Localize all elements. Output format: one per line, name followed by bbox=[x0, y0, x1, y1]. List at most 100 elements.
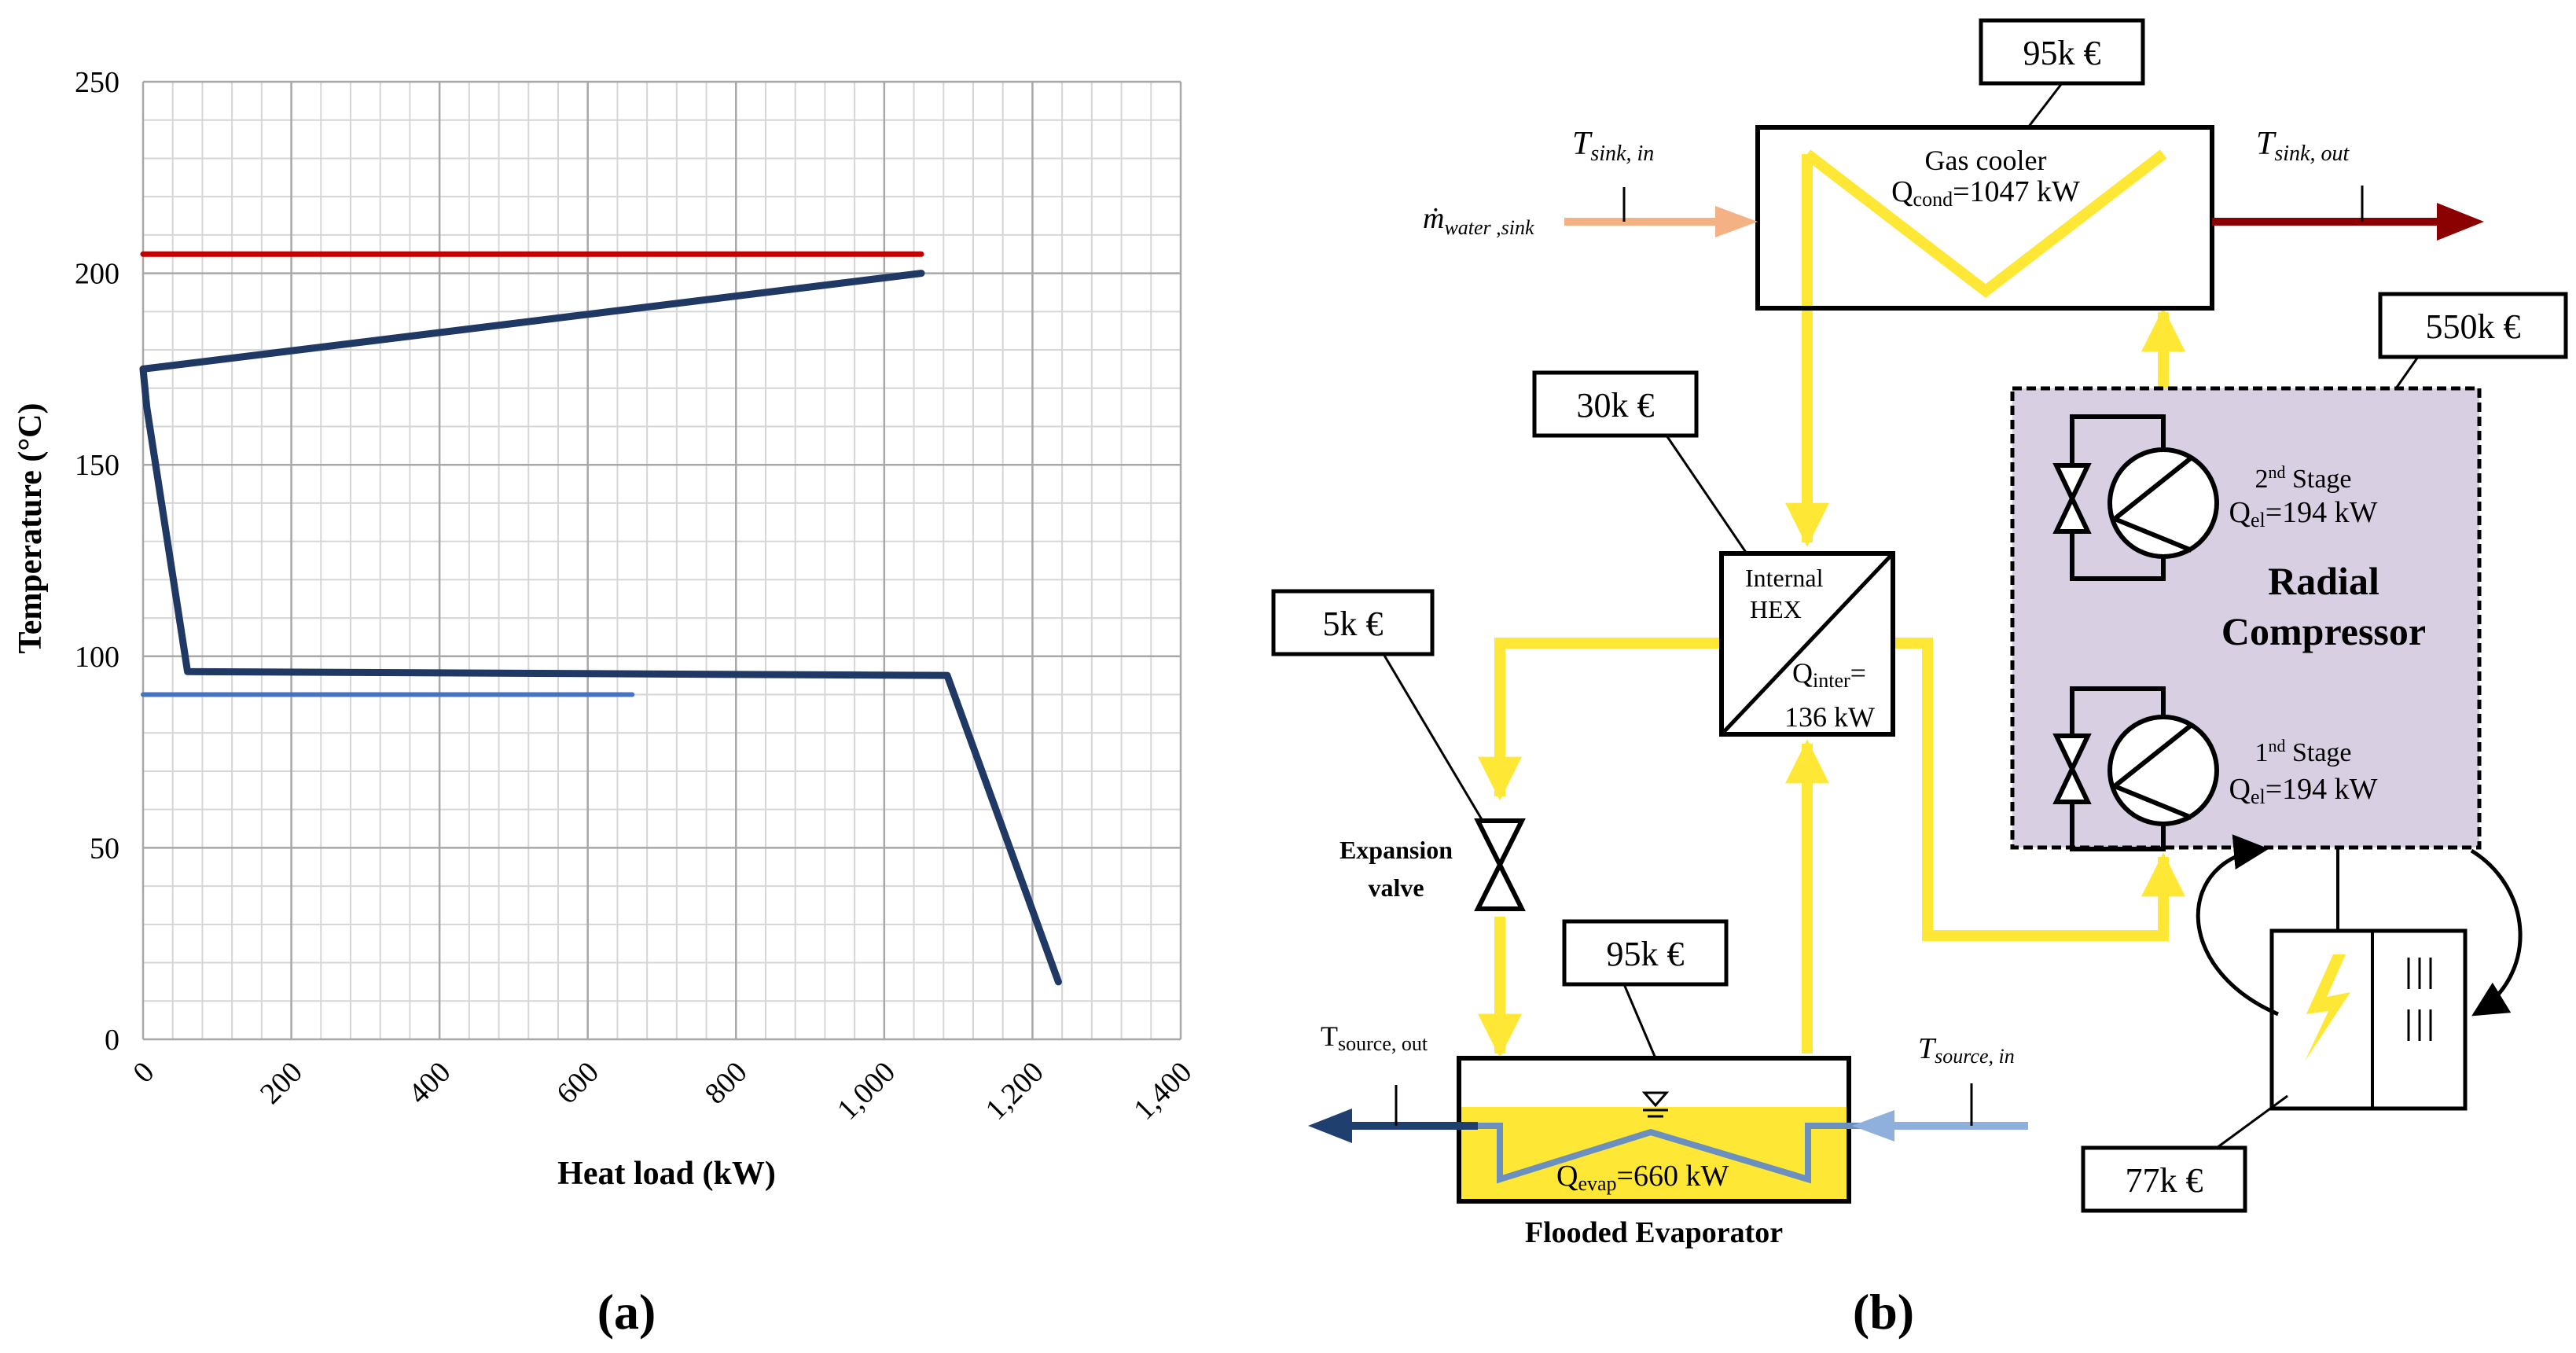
q-value: =194 kW bbox=[2265, 773, 2378, 806]
panel-b-label: (b) bbox=[1853, 1284, 1914, 1340]
evaporator-liquid bbox=[1459, 1107, 1849, 1201]
q-symbol: Q bbox=[1556, 1160, 1578, 1193]
cost-box-expansion-valve bbox=[1271, 589, 1435, 656]
q-value: = bbox=[1850, 657, 1866, 689]
stage-word: Stage bbox=[2285, 465, 2351, 494]
y-tick-label: 0 bbox=[105, 1024, 119, 1057]
gas-cooler-duty: Qcond=1047 kW bbox=[1891, 175, 2080, 211]
expansion-valve-symbol bbox=[1474, 818, 1526, 911]
panel-a-label: (a) bbox=[597, 1284, 656, 1340]
q-value: =660 kW bbox=[1617, 1160, 1729, 1193]
drive-feedback-arrow-left bbox=[2196, 834, 2279, 1017]
q-symbol: Q bbox=[2229, 496, 2250, 529]
cost-box-internal-hex bbox=[1532, 370, 1699, 438]
chart-grid-major bbox=[141, 80, 1182, 1041]
q-subscript: evap bbox=[1578, 1172, 1616, 1195]
cost-box-gas-cooler bbox=[1979, 18, 2145, 86]
source-out-arrowhead bbox=[1308, 1109, 1352, 1143]
x-tick-label: 1,400 bbox=[1127, 1056, 1198, 1127]
gas-cooler-label: Gas cooler bbox=[1925, 145, 2047, 176]
compressor-label-2: Compressor bbox=[2221, 609, 2426, 653]
internal-hex-duty: Qinter= bbox=[1792, 657, 1866, 692]
source-out-temperature: Tsource, out bbox=[1321, 1020, 1428, 1055]
x-tick-label: 1,000 bbox=[831, 1056, 902, 1127]
y-tick-label: 200 bbox=[75, 258, 119, 291]
internal-hex-label-1: Internal bbox=[1745, 564, 1824, 592]
cost-evaporator: 95k € bbox=[1607, 935, 1685, 973]
cost-box-evaporator bbox=[1562, 919, 1729, 987]
series-line-3 bbox=[139, 270, 925, 373]
liquid-level-icon bbox=[1641, 1091, 1670, 1118]
leader-evaporator bbox=[1622, 983, 1657, 1059]
stage-word: Stage bbox=[2285, 738, 2351, 767]
compressor-label-1: Radial bbox=[2268, 559, 2379, 603]
leader-internal-hex bbox=[1665, 435, 1748, 554]
q-value: =1047 kW bbox=[1953, 175, 2080, 208]
leader-gas-cooler bbox=[2027, 83, 2063, 128]
cost-expansion-valve: 5k € bbox=[1323, 605, 1384, 643]
lightning-icon bbox=[2305, 954, 2350, 1061]
x-tick-label: 800 bbox=[699, 1056, 754, 1111]
source-in-arrowhead bbox=[1852, 1110, 1894, 1142]
t-symbol: T bbox=[1918, 1032, 1937, 1065]
leader-compressor bbox=[2394, 356, 2420, 389]
sink-in-arrowhead bbox=[1715, 206, 1758, 237]
stage-2-power: Qel=194 kW bbox=[2229, 496, 2377, 531]
stage-superscript: nd bbox=[2268, 736, 2285, 756]
cost-compressor: 550k € bbox=[2426, 307, 2521, 346]
cost-box-drive bbox=[2081, 1145, 2247, 1213]
y-tick-label: 150 bbox=[75, 449, 119, 482]
cost-drive: 77k € bbox=[2126, 1161, 2203, 1200]
leader-drive bbox=[2216, 1094, 2288, 1149]
stage-1-label: 1nd Stage bbox=[2254, 736, 2351, 767]
q-symbol: Q bbox=[1792, 657, 1813, 689]
x-tick-label: 600 bbox=[550, 1056, 605, 1111]
stage-2-label: 2nd Stage bbox=[2254, 462, 2351, 494]
x-tick-label: 1,200 bbox=[979, 1056, 1050, 1127]
q-subscript: inter bbox=[1813, 669, 1850, 692]
heat-pump-schematic: Gas cooler Qcond=1047 kW Tsink, in ṁwate… bbox=[1271, 18, 2568, 1249]
stage-number: 2 bbox=[2254, 465, 2268, 494]
internal-hex-diagonal bbox=[1720, 552, 1894, 736]
compressor-stage-2 bbox=[2052, 414, 2219, 581]
y-axis-label: Temperature (°C) bbox=[13, 403, 49, 654]
evaporator-duty: Qevap=660 kW bbox=[1556, 1160, 1729, 1195]
t-symbol: T bbox=[1572, 126, 1593, 162]
sink-out-temperature: Tsink, out bbox=[2256, 126, 2350, 166]
internal-hex-duty-value: 136 kW bbox=[1784, 701, 1875, 733]
expansion-valve-label-1: Expansion bbox=[1339, 836, 1453, 864]
cost-gas-cooler: 95k € bbox=[2023, 34, 2101, 72]
drive-feedback-arrow-right bbox=[2470, 848, 2523, 1017]
y-tick-label: 50 bbox=[90, 832, 119, 865]
cost-labels: 95k € 550k € 30k € 5k € 95k € 77k € bbox=[1271, 18, 2568, 1213]
stage-1-power: Qel=194 kW bbox=[2229, 773, 2377, 808]
m-symbol: ṁ bbox=[1423, 202, 1444, 235]
cost-box-compressor bbox=[2378, 292, 2568, 359]
y-tick-labels: 0 50 100 150 200 250 bbox=[75, 66, 119, 1057]
internal-hex-label-2: HEX bbox=[1750, 595, 1802, 623]
x-axis-label: Heat load (kW) bbox=[557, 1156, 776, 1192]
q-subscript: el bbox=[2251, 509, 2265, 531]
drive-panel-icon bbox=[2407, 958, 2432, 1041]
q-subscript: cond bbox=[1913, 188, 1953, 211]
y-tick-label: 250 bbox=[75, 66, 119, 99]
q-subscript: el bbox=[2251, 785, 2265, 808]
stage-superscript: nd bbox=[2268, 462, 2285, 482]
t-subscript: source, in bbox=[1935, 1045, 2015, 1068]
drive-box bbox=[2269, 928, 2468, 1111]
q-symbol: Q bbox=[1891, 175, 1913, 208]
t-symbol: T bbox=[1321, 1020, 1338, 1052]
x-tick-label: 0 bbox=[127, 1056, 160, 1090]
line-hex-to-compressor bbox=[1893, 638, 2185, 941]
evaporator-label: Flooded Evaporator bbox=[1525, 1216, 1783, 1249]
t-subscript: sink, out bbox=[2274, 142, 2350, 166]
q-value: =194 kW bbox=[2265, 496, 2378, 529]
chart-series bbox=[139, 251, 1062, 986]
t-subscript: source, out bbox=[1338, 1032, 1428, 1055]
sink-mass-flow: ṁwater ,sink bbox=[1423, 202, 1534, 239]
y-tick-label: 100 bbox=[75, 641, 119, 674]
stage-number: 1 bbox=[2254, 738, 2268, 767]
